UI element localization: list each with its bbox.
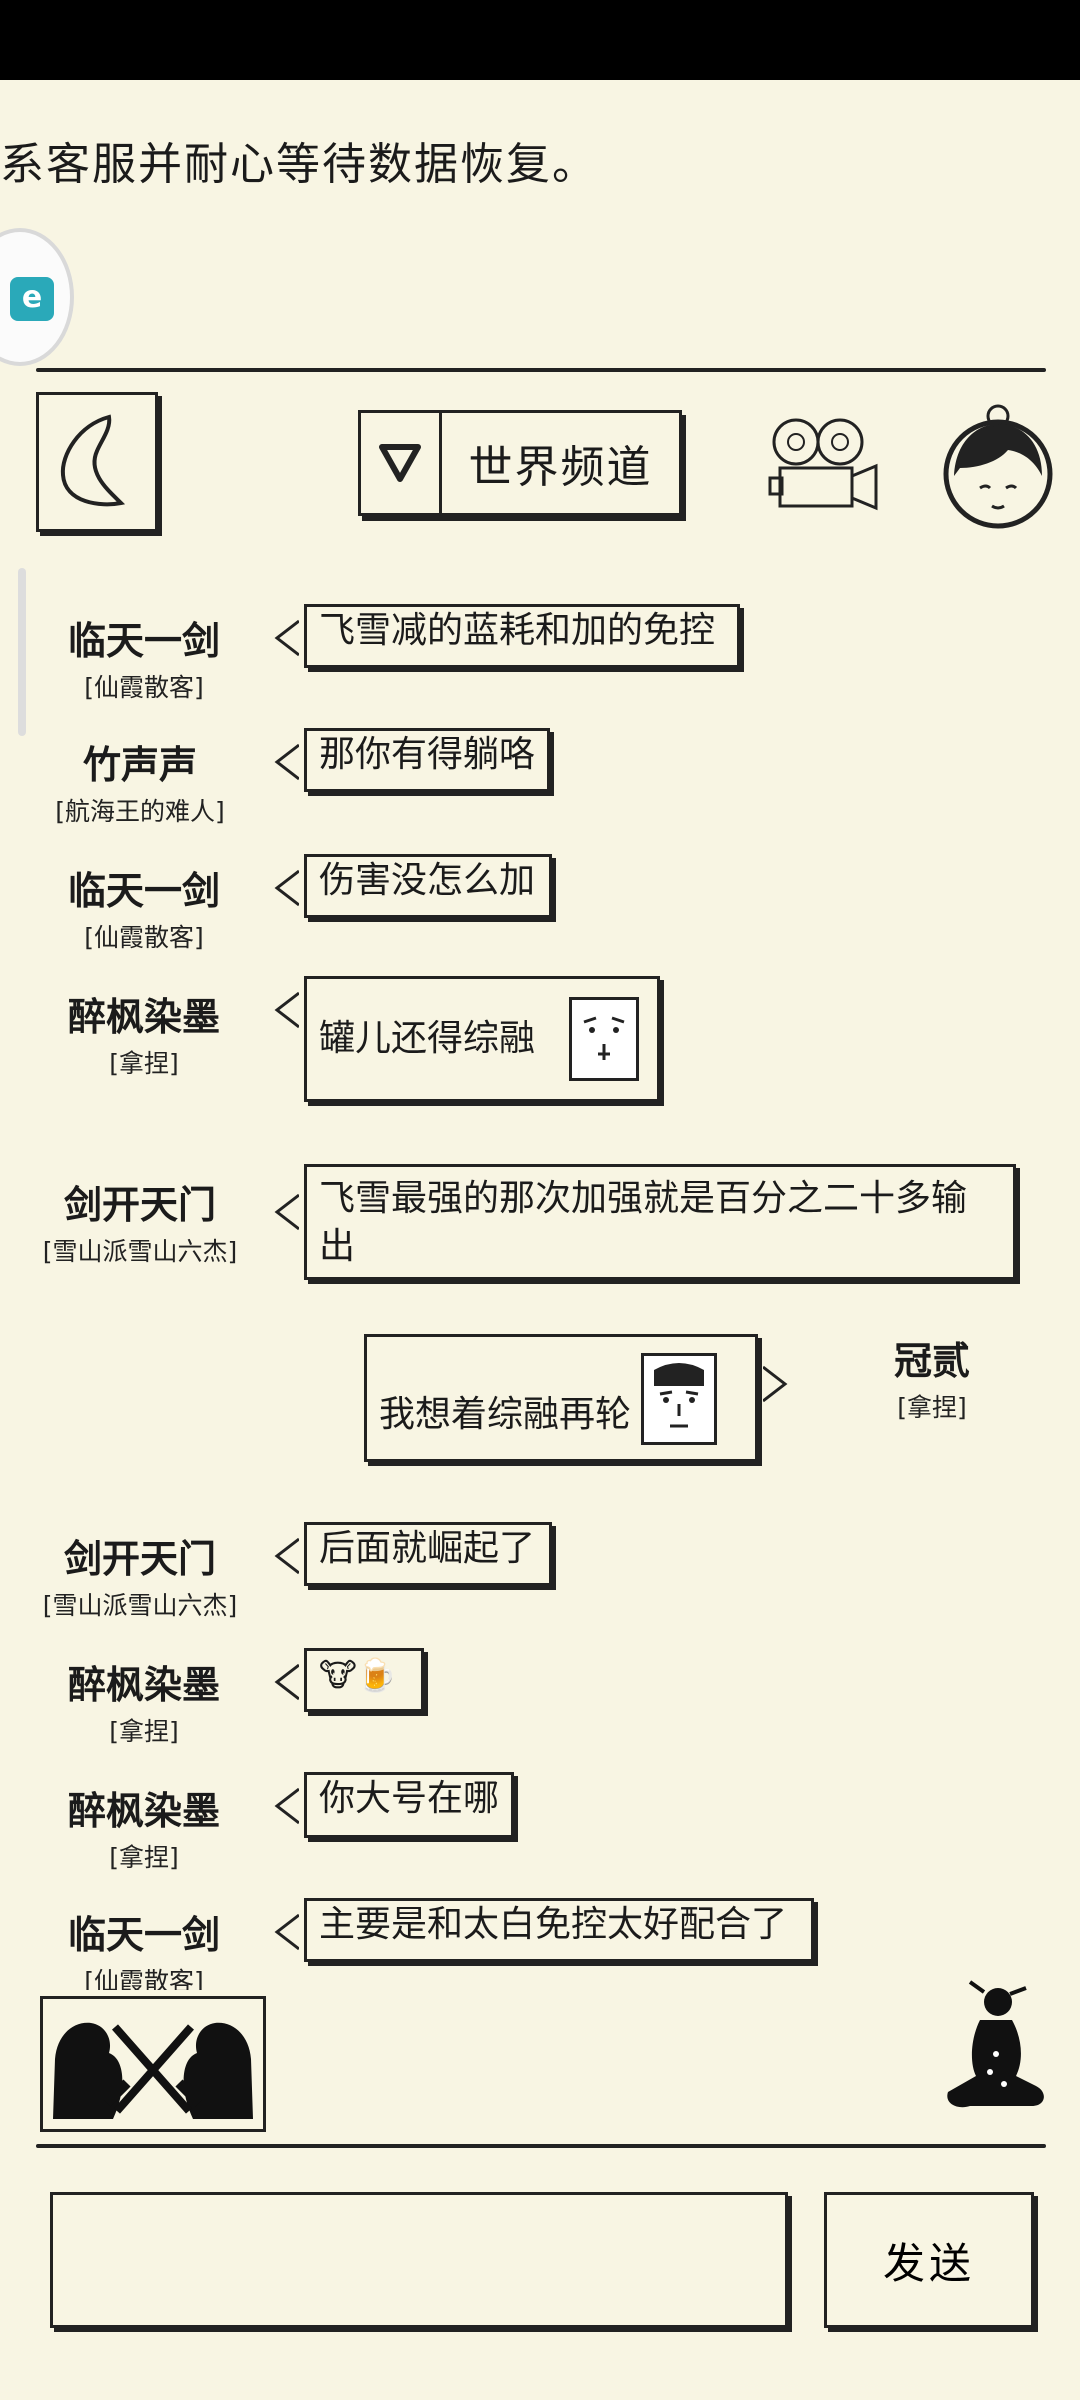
app-logo-icon: e <box>10 277 54 321</box>
composer-divider <box>36 2144 1046 2148</box>
message-bubble[interactable]: 伤害没怎么加 <box>274 854 552 918</box>
message-text: 我想着综融再轮 <box>379 1394 632 1435</box>
message-sender[interactable]: 醉枫染墨 [拿捏] <box>24 1786 264 1876</box>
message-text: 罐儿还得综融 <box>319 1018 536 1059</box>
bubble-tail-icon <box>274 619 299 657</box>
message-sender[interactable]: 临天一剑 [仙霞散客] <box>24 866 264 956</box>
sender-title: [雪山派雪山六杰] <box>42 1237 238 1266</box>
bubble-tail-icon <box>274 1537 299 1575</box>
sender-name: 醉枫染墨 <box>67 995 220 1039</box>
bubble-tail-icon <box>274 1787 299 1825</box>
system-notice: 系客服并耐心等待数据恢复。 <box>0 139 598 190</box>
sender-title: [仙霞散客] <box>84 673 204 702</box>
chat-input[interactable] <box>50 2192 788 2328</box>
message-bubble[interactable]: 你大号在哪 <box>274 1772 514 1838</box>
sender-name: 冠贰 <box>893 1339 970 1383</box>
message-bubble[interactable]: 飞雪减的蓝耗和加的免控 <box>274 604 740 668</box>
message-sender[interactable]: 剑开天门 [雪山派雪山六杰] <box>20 1534 260 1624</box>
message-sender[interactable]: 醉枫染墨 [拿捏] <box>24 992 264 1082</box>
status-bar <box>0 0 1080 80</box>
chat-scrollbar[interactable] <box>18 568 26 736</box>
bubble-tail-icon <box>274 1663 299 1701</box>
message-sender[interactable]: 冠贰 [拿捏] <box>812 1336 1052 1426</box>
pvp-duel-button[interactable] <box>40 1996 266 2132</box>
send-button[interactable]: 发送 <box>824 2192 1034 2328</box>
sender-name: 临天一剑 <box>67 1913 220 1957</box>
sender-name: 竹声声 <box>82 743 197 787</box>
sender-title: [仙霞散客] <box>84 1967 204 1990</box>
avatar-button[interactable] <box>938 402 1058 538</box>
sender-title: [拿捏] <box>897 1393 967 1422</box>
sender-title: [拿捏] <box>109 1843 179 1872</box>
sender-name: 临天一剑 <box>67 619 220 663</box>
sender-name: 醉枫染墨 <box>67 1663 220 1707</box>
sender-title: [拿捏] <box>109 1717 179 1746</box>
message-text: 那你有得躺咯 <box>319 734 536 775</box>
sender-title: [拿捏] <box>109 1049 179 1078</box>
bubble-tail-icon <box>274 743 299 781</box>
chat-message-list[interactable]: 临天一剑 [仙霞散客] 飞雪减的蓝耗和加的免控 竹声声 [航海王的难人] 那你有… <box>0 560 1080 1990</box>
message-sender[interactable]: 临天一剑 [仙霞散客] <box>24 616 264 706</box>
camera-button[interactable] <box>766 412 884 520</box>
channel-selector[interactable]: 世界频道 <box>358 410 682 516</box>
emoji-message: 🐮🍺 <box>319 1656 397 1694</box>
message-bubble[interactable]: 罐儿还得综融 <box>274 976 660 1102</box>
sender-name: 醉枫染墨 <box>67 1789 220 1833</box>
message-text-line: 出 <box>319 1226 356 1267</box>
bubble-tail-icon <box>274 1913 299 1951</box>
message-text-line: 飞雪最强的那次加强就是百分之二十多输 <box>319 1178 968 1219</box>
message-bubble[interactable]: 飞雪最强的那次加强就是百分之二十多输 出 <box>274 1164 1016 1280</box>
message-bubble[interactable]: 主要是和太白免控太好配合了 <box>274 1898 814 1962</box>
message-text: 你大号在哪 <box>319 1778 500 1819</box>
message-sender[interactable]: 醉枫染墨 [拿捏] <box>24 1660 264 1750</box>
sender-name: 剑开天门 <box>63 1537 216 1581</box>
serious-face-sticker-icon <box>641 1353 717 1445</box>
message-bubble[interactable]: 🐮🍺 <box>274 1648 424 1712</box>
message-text: 伤害没怎么加 <box>319 860 536 901</box>
sender-title: [仙霞散客] <box>84 923 204 952</box>
message-bubble[interactable]: 那你有得躺咯 <box>274 728 550 792</box>
meditating-figure-icon[interactable] <box>940 1980 1050 2116</box>
sender-title: [航海王的难人] <box>55 797 225 826</box>
message-bubble[interactable]: 后面就崛起了 <box>274 1522 552 1586</box>
message-sender[interactable]: 竹声声 [航海王的难人] <box>20 740 260 830</box>
girl-avatar-icon <box>943 404 1053 529</box>
channel-label: 世界频道 <box>468 442 653 493</box>
sender-title: [雪山派雪山六杰] <box>42 1591 238 1620</box>
bubble-tail-icon <box>274 869 299 907</box>
film-camera-icon <box>768 418 878 511</box>
message-text: 后面就崛起了 <box>319 1528 536 1569</box>
back-button[interactable] <box>36 392 158 532</box>
sender-name: 临天一剑 <box>67 869 220 913</box>
message-text: 飞雪减的蓝耗和加的免控 <box>319 610 716 651</box>
message-bubble[interactable]: 我想着综融再轮 <box>364 1334 788 1462</box>
crossed-swords-icon <box>53 2022 253 2119</box>
back-arrow-icon <box>60 414 126 507</box>
bubble-tail-icon <box>274 1193 299 1231</box>
sender-name: 剑开天门 <box>63 1183 216 1227</box>
bubble-tail-icon <box>763 1365 788 1403</box>
message-sender[interactable]: 临天一剑 [仙霞散客] <box>24 1910 264 1990</box>
dropdown-triangle-icon <box>361 413 442 513</box>
message-text: 主要是和太白免控太好配合了 <box>319 1904 788 1945</box>
angry-face-sticker-icon <box>569 997 639 1081</box>
header-divider <box>36 368 1046 372</box>
floating-app-badge[interactable]: e <box>0 228 74 366</box>
message-sender[interactable]: 剑开天门 [雪山派雪山六杰] <box>20 1180 260 1270</box>
bubble-tail-icon <box>274 991 299 1029</box>
